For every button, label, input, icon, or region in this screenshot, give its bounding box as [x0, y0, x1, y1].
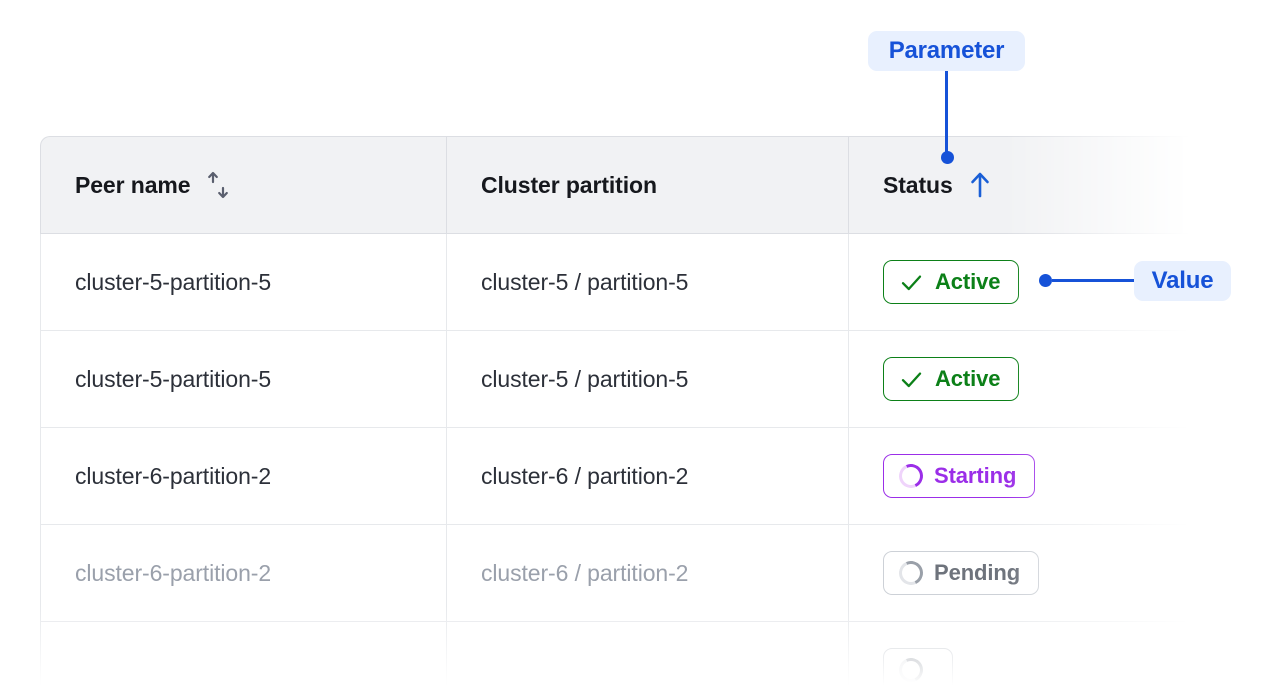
cell-peer-name: cluster-5-partition-5 [40, 331, 446, 428]
status-badge-label: Pending [934, 560, 1021, 585]
sort-both-icon[interactable] [204, 170, 232, 200]
annotation-dot-value [1039, 274, 1052, 287]
cell-cluster-partition: cluster-5 / partition-5 [446, 331, 848, 428]
status-badge-label: Starting [934, 463, 1017, 488]
table-row[interactable]: cluster-5-partition-5 cluster-5 / partit… [40, 234, 1195, 331]
cell-cluster-partition [446, 622, 848, 688]
column-header-cluster-partition-label: Cluster partition [481, 171, 657, 198]
cell-status: Starting [848, 428, 1195, 525]
table-row[interactable]: cluster-5-partition-5 cluster-5 / partit… [40, 331, 1195, 428]
cell-status: Pending [848, 525, 1195, 622]
status-badge-partial [883, 648, 953, 688]
annotation-badge-parameter: Parameter [868, 31, 1025, 71]
spinner-icon [895, 557, 927, 589]
column-header-status[interactable]: Status [848, 136, 1195, 234]
cell-peer-name: cluster-6-partition-2 [40, 525, 446, 622]
column-header-peer-name-label: Peer name [75, 171, 191, 198]
column-header-status-label: Status [883, 171, 953, 198]
annotation-badge-value: Value [1134, 261, 1231, 301]
sort-ascending-icon[interactable] [967, 170, 993, 200]
status-badge-label: Active [935, 269, 1001, 294]
annotation-connector-parameter [945, 71, 948, 157]
check-icon [899, 367, 924, 392]
table-header-row: Peer name [40, 136, 1195, 234]
table-fade-clip: Peer name [40, 136, 1195, 688]
cell-peer-name [40, 622, 446, 688]
cell-peer-name: cluster-6-partition-2 [40, 428, 446, 525]
table-row[interactable]: cluster-6-partition-2 cluster-6 / partit… [40, 525, 1195, 622]
cell-status: Active [848, 331, 1195, 428]
status-badge-active: Active [883, 260, 1020, 304]
cell-peer-name: cluster-5-partition-5 [40, 234, 446, 331]
spinner-icon [895, 654, 927, 686]
check-icon [899, 270, 924, 295]
column-header-cluster-partition[interactable]: Cluster partition [446, 136, 848, 234]
cell-cluster-partition: cluster-5 / partition-5 [446, 234, 848, 331]
column-header-peer-name[interactable]: Peer name [40, 136, 446, 234]
cell-status [848, 622, 1195, 688]
table-header: Peer name [40, 136, 1195, 234]
status-badge-label: Active [935, 366, 1001, 391]
annotation-dot-parameter [941, 151, 954, 164]
status-badge-active: Active [883, 357, 1020, 401]
peers-table: Peer name [40, 136, 1195, 688]
cell-cluster-partition: cluster-6 / partition-2 [446, 525, 848, 622]
annotation-connector-value [1052, 279, 1136, 282]
table-body: cluster-5-partition-5 cluster-5 / partit… [40, 234, 1195, 688]
peers-table-container: Peer name [40, 136, 1195, 688]
cell-cluster-partition: cluster-6 / partition-2 [446, 428, 848, 525]
spinner-icon [895, 460, 927, 492]
status-badge-starting: Starting [883, 454, 1036, 498]
table-row[interactable]: cluster-6-partition-2 cluster-6 / partit… [40, 428, 1195, 525]
status-badge-pending: Pending [883, 551, 1040, 595]
table-row[interactable] [40, 622, 1195, 688]
